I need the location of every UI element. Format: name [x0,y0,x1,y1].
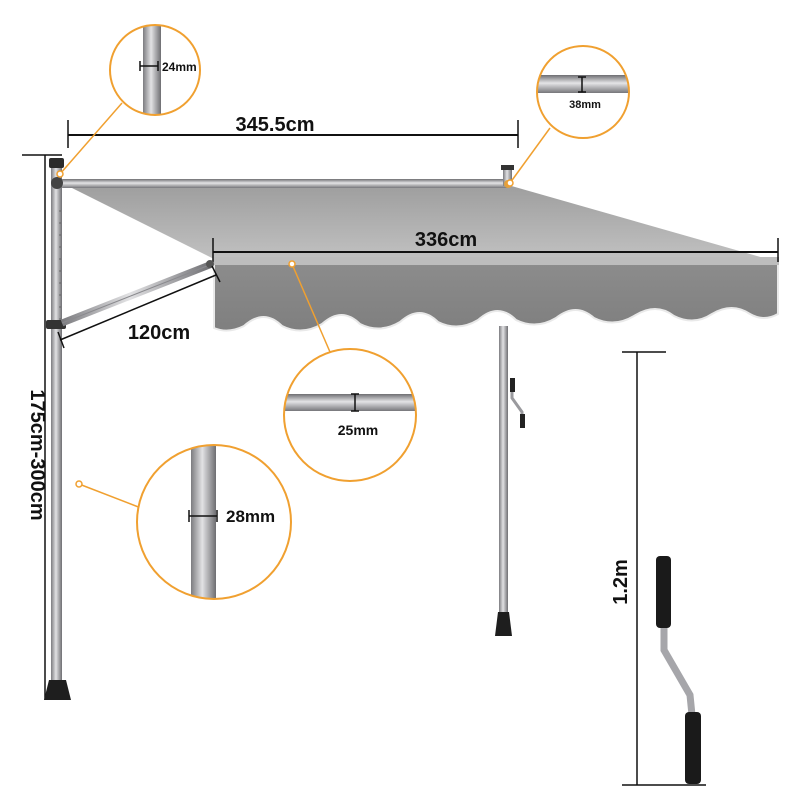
front-bar [213,257,779,265]
front-post [499,326,508,616]
left-pole-foot [44,680,71,700]
callout-front-post-top-label: 38mm [569,99,601,111]
crank-length-label: 1.2m [610,559,632,605]
front-post-top [503,168,512,186]
crank-length-dimension: 1.2m [610,351,706,786]
height-label: 175cm-300cm [26,389,48,520]
left-pole [51,165,62,685]
left-pole-cap [49,158,64,168]
callout-front-bar-label: 25mm [338,422,378,438]
callout-front-bar: 25mm [283,348,417,482]
projection-dimension: 120cm [57,265,221,349]
height-dimension: 175cm-300cm [22,154,62,700]
projection-label: 120cm [128,322,190,344]
crank-lower-grip [685,712,701,784]
awning-fabric-top [62,183,778,262]
top-width-label: 345.5cm [236,114,315,136]
crank-upper-grip [656,556,671,628]
callout-top-bar: 24mm [109,24,201,116]
front-post-foot [495,612,512,636]
top-width-dimension: 345.5cm [67,114,519,148]
rear-roller-bar [60,179,510,188]
canopy-width-label: 336cm [415,229,477,251]
callout-top-bar-label: 24mm [162,60,197,74]
pole-bracket-top [51,177,63,189]
awning-valance [213,256,779,332]
canopy-width-dimension: 336cm [212,229,779,262]
callout-main-pole: 28mm [136,444,292,600]
callout-main-pole-label: 28mm [226,507,275,526]
crank-handle [656,355,701,784]
callout-front-post-top: 38mm [536,45,630,139]
pole-clamp [46,320,66,329]
callout-leaders [56,102,551,509]
